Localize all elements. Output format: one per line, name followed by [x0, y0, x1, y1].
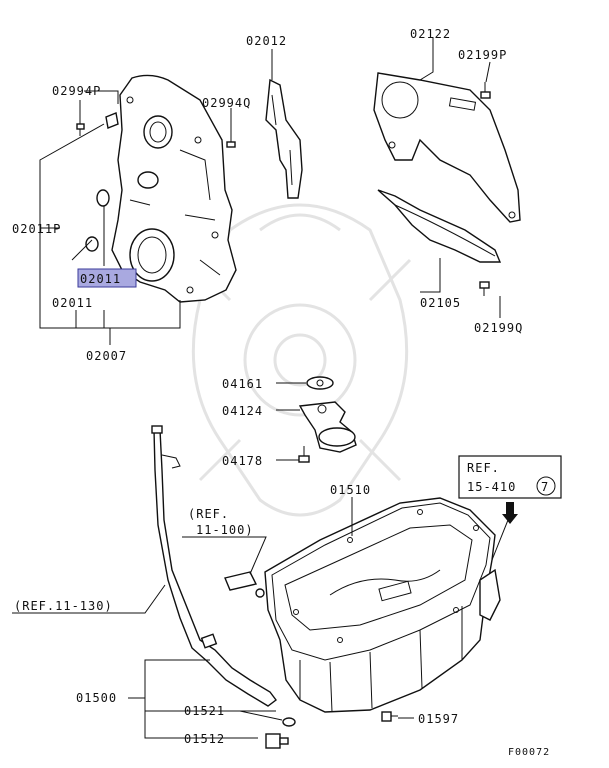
clip-02994P[interactable]	[105, 112, 119, 129]
timing-belt-cover[interactable]	[111, 74, 237, 303]
oil-pressure-switch[interactable]	[224, 571, 265, 598]
drain-plug-01512[interactable]	[265, 733, 289, 749]
label-02011-selected[interactable]: 02011	[80, 272, 121, 286]
label-01500[interactable]: 01500	[76, 691, 117, 705]
figure-id: F00072	[508, 747, 550, 758]
bolt-02994Q[interactable]	[226, 126, 236, 148]
ref-11-100-line1[interactable]: (REF.	[188, 507, 229, 521]
ref-15-410-circle-number: 7	[541, 480, 549, 494]
oil-pan-side	[479, 568, 501, 621]
label-01521[interactable]: 01521	[184, 704, 225, 718]
cover-plug-lower[interactable]	[85, 236, 99, 252]
label-02994P[interactable]: 02994P	[52, 84, 101, 98]
seal-strip-02012[interactable]	[265, 78, 303, 199]
bolt-02199Q[interactable]	[479, 281, 490, 296]
label-01512[interactable]: 01512	[184, 732, 225, 746]
dipstick-tube[interactable]	[151, 425, 277, 707]
label-02199P[interactable]: 02199P	[458, 48, 507, 62]
bolt-01597[interactable]	[381, 711, 398, 722]
label-02012[interactable]: 02012	[246, 34, 287, 48]
lower-cover-02105[interactable]	[377, 189, 502, 263]
ref-11-100-line2[interactable]: 11-100)	[196, 523, 254, 537]
rear-cover-plate-02122[interactable]	[373, 72, 521, 223]
oil-strainer-04124[interactable]	[298, 401, 357, 453]
leader-lines	[12, 37, 501, 739]
label-02994Q[interactable]: 02994Q	[202, 96, 251, 110]
label-02105[interactable]: 02105	[420, 296, 461, 310]
ref-15-410-line2[interactable]: 15-410	[467, 480, 516, 494]
ref-15-410-line1[interactable]: REF.	[467, 461, 500, 475]
label-02007[interactable]: 02007	[86, 349, 127, 363]
bolt-04178[interactable]	[298, 446, 310, 463]
label-04124[interactable]: 04124	[222, 404, 263, 418]
label-04161[interactable]: 04161	[222, 377, 263, 391]
ref-11-130[interactable]: (REF.11-130)	[14, 599, 113, 613]
gasket-01521[interactable]	[282, 717, 296, 727]
label-04178[interactable]: 04178	[222, 454, 263, 468]
label-02011[interactable]: 02011	[52, 296, 93, 310]
ref-15-410-circle	[536, 476, 556, 496]
bolt-02994P[interactable]	[76, 123, 85, 136]
callout-labels: 02994P 02994Q 02012 02122 02199P 02011P …	[12, 27, 556, 758]
label-02199Q[interactable]: 02199Q	[474, 321, 523, 335]
label-01510[interactable]: 01510	[330, 483, 371, 497]
ref-arrow	[502, 502, 518, 524]
label-01597[interactable]: 01597	[418, 712, 459, 726]
selected-part-highlight	[77, 268, 137, 288]
cover-plug-upper[interactable]	[96, 189, 110, 207]
bolt-02199P[interactable]	[480, 82, 491, 99]
gasket-04161[interactable]	[306, 376, 334, 390]
label-02122[interactable]: 02122	[410, 27, 451, 41]
label-02011P[interactable]: 02011P	[12, 222, 61, 236]
oil-pan-01510[interactable]	[264, 497, 496, 713]
